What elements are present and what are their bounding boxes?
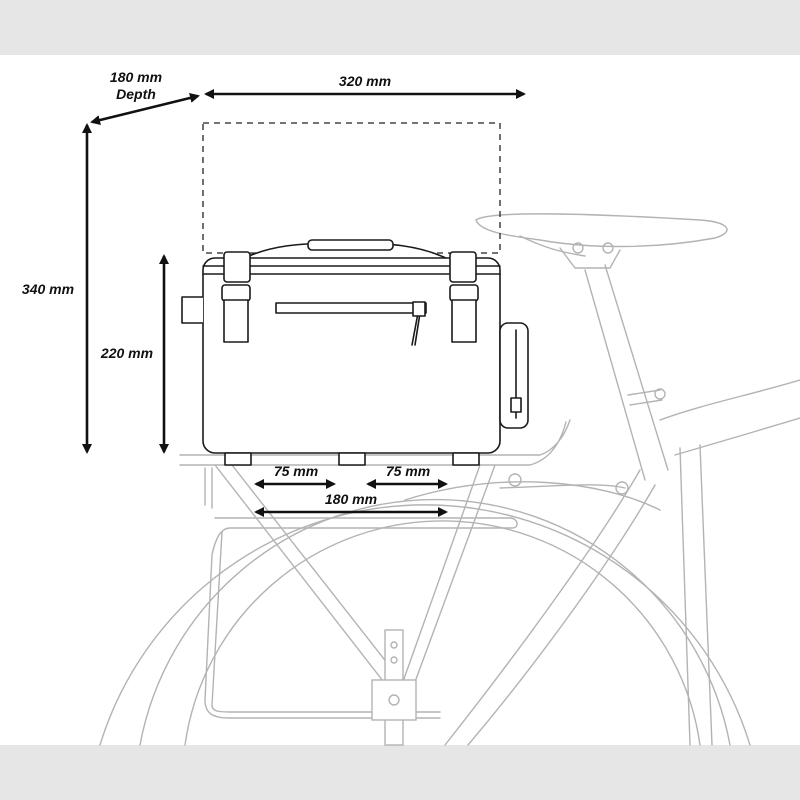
rail-left-label: 75 mm xyxy=(274,463,318,479)
zipper-head xyxy=(412,301,426,317)
bag-foot-right xyxy=(452,452,480,466)
buckle-left xyxy=(221,251,251,343)
rail-right-label: 75 mm xyxy=(386,463,430,479)
rear-wheel-rim xyxy=(139,498,731,746)
rack-bracket-plate xyxy=(371,679,417,721)
dimension-labels: 180 mm Depth 320 mm 340 mm 220 mm 75 mm … xyxy=(22,69,430,507)
bag-top-handle xyxy=(307,239,394,251)
seat-clamp-bolt xyxy=(654,388,666,400)
rack-strut-left xyxy=(214,464,403,691)
seat-tube xyxy=(584,264,669,481)
saddle xyxy=(475,213,728,248)
rear-wheel-inner-rim xyxy=(184,520,701,746)
front-zipper xyxy=(275,302,427,314)
bracket-bolt xyxy=(388,694,400,706)
width-label: 320 mm xyxy=(339,73,391,89)
expanded-volume-outline xyxy=(202,122,501,254)
seat-post-clamp xyxy=(627,389,663,406)
depth-arrow xyxy=(90,93,200,125)
saddle-rails xyxy=(519,235,621,269)
bag-height-label: 220 mm xyxy=(100,345,153,361)
rear-wheel-tire xyxy=(99,504,751,746)
seat-stay xyxy=(444,469,656,746)
zipper-pull xyxy=(411,312,421,346)
rack-mount-bolt xyxy=(508,473,522,487)
bicycle-illustration xyxy=(99,213,800,746)
depth-word-label: Depth xyxy=(116,86,156,102)
bracket-hole-a xyxy=(390,641,398,649)
rack-lower-rail xyxy=(204,517,518,719)
down-tube xyxy=(679,444,713,746)
rail-total-label: 180 mm xyxy=(325,491,377,507)
buckle-right xyxy=(449,251,479,343)
rack-top-rail xyxy=(179,419,571,466)
bag-side-handle xyxy=(181,296,203,324)
side-pocket-pull xyxy=(510,397,522,413)
top-tube xyxy=(659,379,800,456)
bag-foot-left xyxy=(224,452,252,466)
total-height-label: 340 mm xyxy=(22,281,74,297)
bottom-grey-band xyxy=(0,745,800,800)
rack-front-hook xyxy=(204,467,213,509)
saddle-clamp-bolt-b xyxy=(602,242,614,254)
depth-value-label: 180 mm xyxy=(110,69,162,85)
top-grey-band xyxy=(0,0,800,55)
rack-strut-right xyxy=(399,464,496,691)
trunk-bag-illustration xyxy=(181,122,529,466)
saddle-clamp-bolt-a xyxy=(572,242,584,254)
stay-bolt xyxy=(615,481,629,495)
bracket-hole-b xyxy=(390,656,398,664)
dimension-lines xyxy=(82,89,526,517)
bag-foot-center xyxy=(338,452,366,466)
fender xyxy=(404,481,661,511)
